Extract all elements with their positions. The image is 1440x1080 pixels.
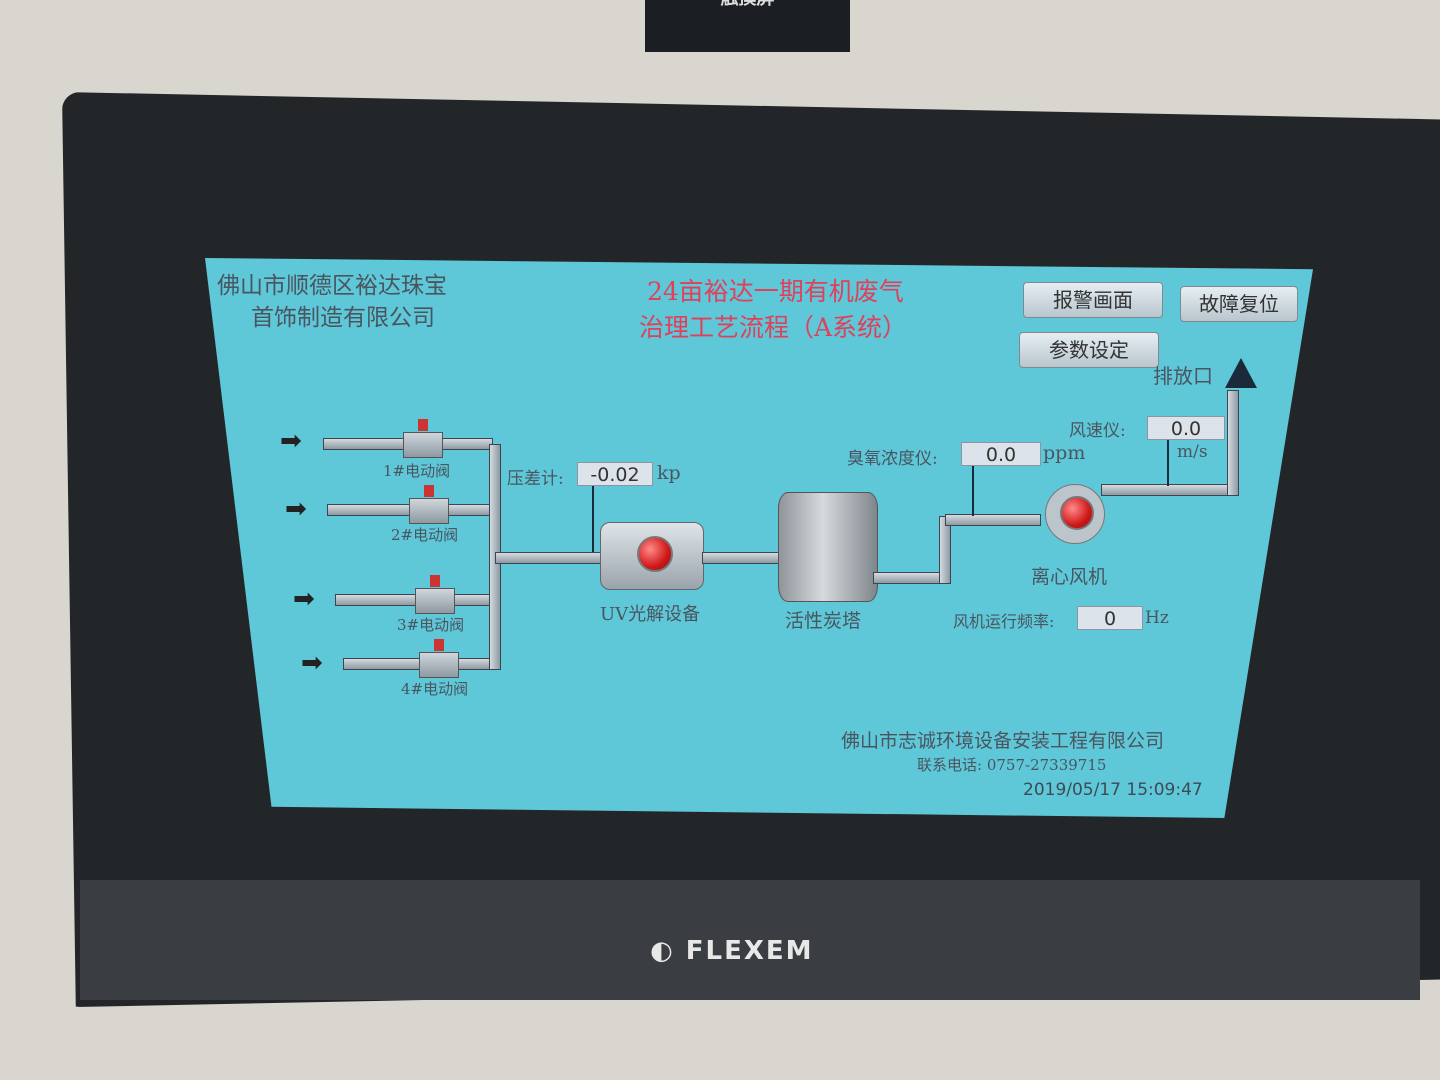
uv-carbon-pipe bbox=[702, 552, 782, 564]
sensor-line bbox=[972, 466, 974, 516]
sensor-line bbox=[592, 486, 594, 552]
fan-label: 离心风机 bbox=[1031, 566, 1108, 588]
title-line1: 24亩裕达一期有机废气 bbox=[647, 277, 904, 306]
outlet-arrow-icon bbox=[1225, 358, 1257, 388]
alarm-screen-button[interactable]: 报警画面 bbox=[1023, 282, 1163, 318]
ozone-value: 0.0 bbox=[961, 442, 1041, 466]
carbon-label: 活性炭塔 bbox=[785, 610, 862, 632]
company-line1: 佛山市顺德区裕达珠宝 bbox=[217, 273, 447, 299]
wind-value: 0.0 bbox=[1147, 416, 1225, 440]
title-line2: 治理工艺流程（A系统） bbox=[639, 313, 908, 342]
sensor-line bbox=[1167, 440, 1169, 486]
fan-frequency-value: 0 bbox=[1077, 606, 1143, 630]
ozone-label: 臭氧浓度仪: bbox=[847, 449, 938, 469]
uv-status-light-icon bbox=[637, 536, 673, 572]
fan-in-pipe bbox=[945, 514, 1041, 526]
valve-1-label: 1#电动阀 bbox=[383, 462, 451, 480]
company-line2: 首饰制造有限公司 bbox=[251, 305, 435, 331]
valve-1-icon[interactable] bbox=[403, 419, 443, 458]
brand-logo: ◐ FLEXEM bbox=[650, 936, 814, 966]
wind-label: 风速仪: bbox=[1069, 421, 1126, 441]
fan-frequency-label: 风机运行频率: bbox=[953, 612, 1055, 631]
parameter-settings-button[interactable]: 参数设定 bbox=[1019, 332, 1159, 368]
valve-3-label: 3#电动阀 bbox=[397, 616, 465, 634]
hmi-screen: 佛山市顺德区裕达珠宝 首饰制造有限公司 24亩裕达一期有机废气 治理工艺流程（A… bbox=[205, 258, 1313, 818]
fan-out-pipe bbox=[1101, 484, 1231, 496]
vendor-name: 佛山市志诚环境设备安装工程有限公司 bbox=[841, 730, 1165, 752]
main-pipe bbox=[495, 552, 605, 564]
outlet-label: 排放口 bbox=[1153, 364, 1213, 388]
wind-unit: m/s bbox=[1177, 442, 1208, 462]
valve-4-label: 4#电动阀 bbox=[401, 680, 469, 698]
carbon-out-pipe bbox=[873, 572, 943, 584]
fault-reset-button[interactable]: 故障复位 bbox=[1180, 286, 1298, 322]
inlet-arrow-icon: ➡ bbox=[280, 426, 302, 456]
uv-label: UV光解设备 bbox=[600, 604, 701, 625]
brand-name: FLEXEM bbox=[685, 936, 814, 966]
ozone-unit: ppm bbox=[1043, 442, 1086, 464]
panel-label-plate: 触摸屏 bbox=[645, 0, 850, 52]
valve-2-icon[interactable] bbox=[409, 485, 449, 524]
pressure-value: -0.02 bbox=[577, 462, 653, 486]
fan-frequency-unit: Hz bbox=[1145, 608, 1169, 628]
valve-3-icon[interactable] bbox=[415, 575, 455, 614]
inlet-arrow-icon: ➡ bbox=[293, 584, 315, 614]
inlet-arrow-icon: ➡ bbox=[301, 648, 323, 678]
vendor-phone: 联系电话: 0757-27339715 bbox=[917, 756, 1107, 774]
pressure-label: 压差计: bbox=[507, 469, 564, 489]
fan-status-light-icon bbox=[1060, 496, 1094, 530]
pressure-unit: kp bbox=[657, 462, 681, 484]
bezel-lower bbox=[80, 880, 1420, 1000]
panel-label: 触摸屏 bbox=[721, 0, 775, 9]
inlet-arrow-icon: ➡ bbox=[285, 494, 307, 524]
valve-2-label: 2#电动阀 bbox=[391, 526, 459, 544]
outlet-pipe bbox=[1227, 390, 1239, 496]
riser-pipe bbox=[939, 516, 951, 584]
carbon-tower bbox=[778, 492, 878, 602]
valve-4-icon[interactable] bbox=[419, 639, 459, 678]
datetime: 2019/05/17 15:09:47 bbox=[1023, 780, 1203, 800]
